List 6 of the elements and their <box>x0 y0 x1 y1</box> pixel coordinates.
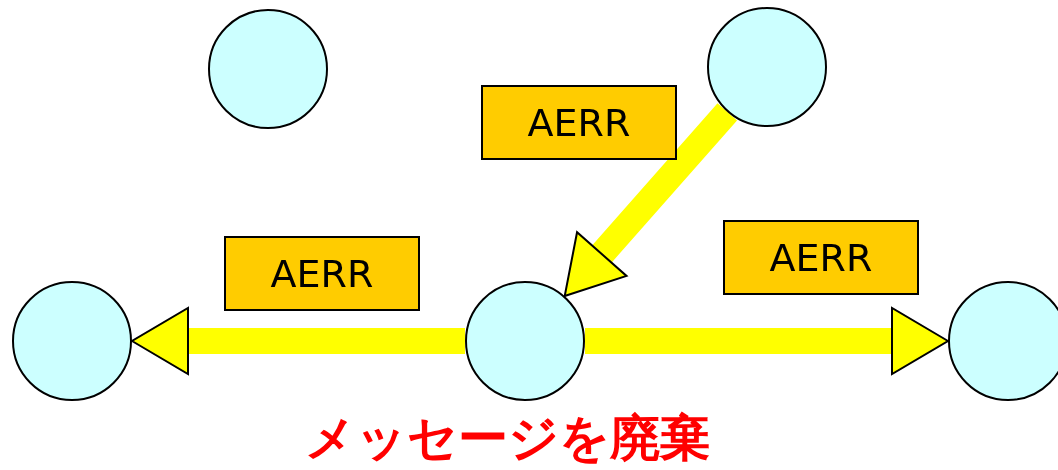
edge-label: AERR <box>723 220 919 295</box>
note-text: メッセージを廃棄 <box>305 408 710 469</box>
edge-label: AERR <box>224 236 420 311</box>
edge-label: AERR <box>481 85 677 160</box>
block-arrow <box>131 307 465 375</box>
block-arrow <box>585 307 949 375</box>
